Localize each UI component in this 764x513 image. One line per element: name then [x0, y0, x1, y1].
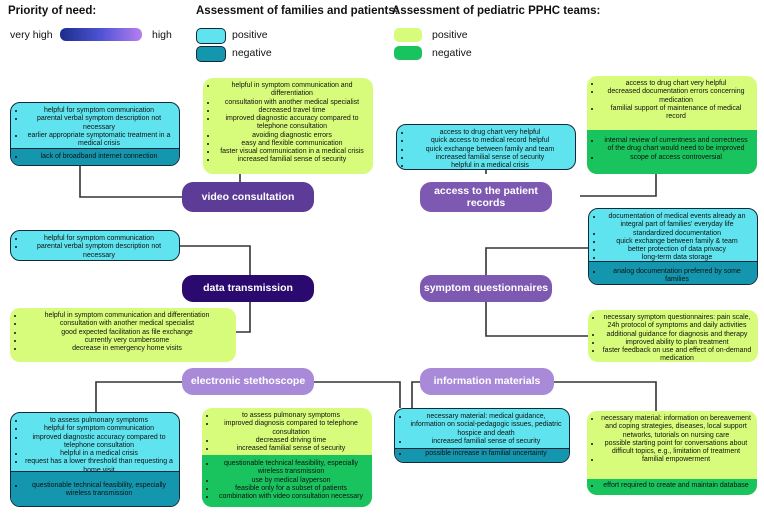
steth-teams-negative-item: use by medical layperson	[216, 477, 366, 485]
families-negative-swatch	[196, 46, 226, 62]
steth-families-positive-item: helpful for symptom communication	[25, 425, 173, 433]
priority-high-label: high	[152, 29, 172, 41]
steth-families-positive-item: helpful in a medical crisis	[25, 450, 173, 458]
quest-families-positive-item: standardized documentation	[603, 230, 751, 238]
node-data-transmission[interactable]: data transmission	[182, 275, 314, 302]
video-teams-positive-item: helpful in symptom communication and dif…	[217, 82, 367, 99]
steth-teams-positive-item: improved diagnosis compared to telephone…	[216, 420, 366, 437]
node-symptom-questionnaires[interactable]: symptom questionnaires	[420, 275, 552, 302]
steth-families-negative-item: questionable technical feasibility, espe…	[25, 482, 173, 499]
video-teams-positive-item: decreased travel time	[217, 107, 367, 115]
mat-families-positive-item: increased familial sense of security	[409, 438, 563, 446]
quest-teams-positive-item: necessary symptom questionnaires: pain s…	[602, 314, 752, 331]
records-teams-box: access to drug chart very helpfuldecreas…	[587, 76, 757, 174]
node-video-consultation[interactable]: video consultation	[182, 182, 314, 212]
records-families-positive-item: access to drug chart very helpful	[411, 129, 569, 137]
quest-teams-positive-item: additional guidance for diagnosis and th…	[602, 331, 752, 339]
questionnaires-families-box: documentation of medical events already …	[588, 208, 758, 285]
priority-very-high-label: very high	[10, 29, 53, 41]
teams-positive-swatch	[394, 28, 422, 42]
data-families-box: helpful for symptom communicationparenta…	[10, 230, 180, 261]
records-teams-positive-item: decreased documentation errors concernin…	[601, 88, 751, 105]
priority-legend-title: Priority of need:	[8, 5, 97, 17]
steth-teams-positive-item: increased familial sense of security	[216, 445, 366, 453]
families-positive-swatch	[196, 28, 226, 44]
steth-families-positive-item: improved diagnostic accuracy compared to…	[25, 434, 173, 451]
steth-teams-negative-item: feasible only for a subset of patients	[216, 485, 366, 493]
records-teams-positive-item: familial support of maintenance of medic…	[601, 105, 751, 122]
video-teams-positive-item: improved diagnostic accuracy compared to…	[217, 115, 367, 132]
quest-families-positive-item: better protection of data privacy	[603, 246, 751, 254]
quest-families-positive-item: quick exchange between family & team	[603, 238, 751, 246]
materials-teams-box: necessary material: information on berea…	[587, 411, 757, 495]
materials-families-box: necessary material: medical guidance, in…	[394, 408, 570, 463]
video-teams-positive-item: avoiding diagnostic errors	[217, 132, 367, 140]
steth-teams-negative-item: combination with video consultation nece…	[216, 493, 366, 501]
teams-positive-label: positive	[432, 29, 468, 41]
records-families-positive-item: quick exchange between family and team	[411, 146, 569, 154]
steth-teams-positive-item: to assess pulmonary symptoms	[216, 412, 366, 420]
quest-teams-positive-item: improved ability to plan treatment	[602, 339, 752, 347]
stethoscope-families-box: to assess pulmonary symptomshelpful for …	[10, 412, 180, 507]
video-families-positive-item: earlier appropriate symptomatic treatmen…	[25, 132, 173, 149]
mat-teams-positive-item: possible starting point for conversation…	[601, 440, 751, 457]
video-teams-positive-item: faster visual communication in a medical…	[217, 148, 367, 156]
data-teams-positive-item: currently very cumbersome	[24, 337, 230, 345]
priority-gradient-bar	[60, 28, 142, 41]
records-families-box: access to drug chart very helpfulquick a…	[396, 124, 576, 170]
mat-families-negative-item: possible increase in familial uncertaint…	[409, 450, 563, 458]
data-teams-positive-item: helpful in symptom communication and dif…	[24, 312, 230, 320]
node-access-patient-records[interactable]: access to the patient records	[420, 182, 552, 212]
node-electronic-stethoscope[interactable]: electronic stethoscope	[182, 368, 314, 395]
video-families-positive-item: parental verbal symptom description not …	[25, 115, 173, 132]
mat-families-positive-item: necessary material: medical guidance, in…	[409, 413, 563, 438]
video-teams-positive-item: increased familial sense of security	[217, 156, 367, 164]
quest-families-positive-item: long-term data storage	[603, 254, 751, 262]
questionnaires-teams-box: necessary symptom questionnaires: pain s…	[588, 310, 758, 362]
steth-families-positive-item: to assess pulmonary symptoms	[25, 417, 173, 425]
data-families-positive-item: helpful for symptom communication	[25, 235, 173, 243]
records-families-positive-item: quick access to medical record helpful	[411, 137, 569, 145]
data-families-positive-item: parental verbal symptom description not …	[25, 243, 173, 260]
video-teams-positive-item: consultation with another medical specia…	[217, 99, 367, 107]
data-teams-positive-item: good expected facilitation as file excha…	[24, 329, 230, 337]
families-negative-label: negative	[232, 47, 272, 59]
teams-negative-label: negative	[432, 47, 472, 59]
data-teams-box: helpful in symptom communication and dif…	[10, 308, 236, 362]
records-teams-positive-item: access to drug chart very helpful	[601, 80, 751, 88]
steth-teams-negative-item: questionable technical feasibility, espe…	[216, 460, 366, 477]
data-teams-positive-item: decrease in emergency home visits	[24, 345, 230, 353]
steth-teams-positive-item: decreased driving time	[216, 437, 366, 445]
video-families-negative-item: lack of broadband internet connection	[25, 153, 173, 161]
records-families-positive-item: helpful in a medical crisis	[411, 162, 569, 169]
video-teams-box: helpful in symptom communication and dif…	[203, 78, 373, 174]
video-families-positive-item: helpful for symptom communication	[25, 107, 173, 115]
video-teams-positive-item: easy and flexible communication	[217, 140, 367, 148]
records-families-positive-item: increased familial sense of security	[411, 154, 569, 162]
video-families-box: helpful for symptom communicationparenta…	[10, 102, 180, 166]
families-positive-label: positive	[232, 29, 268, 41]
data-teams-positive-item: consultation with another medical specia…	[24, 320, 230, 328]
node-information-materials[interactable]: information materials	[420, 368, 554, 395]
steth-families-positive-item: request has a lower threshold than reque…	[25, 458, 173, 475]
stethoscope-teams-box: to assess pulmonary symptomsimproved dia…	[202, 408, 372, 507]
teams-negative-swatch	[394, 46, 422, 60]
quest-families-negative-item: analog documentation preferred by some f…	[603, 268, 751, 284]
mat-teams-positive-item: necessary material: information on berea…	[601, 415, 751, 440]
teams-legend-title: Assessment of pediatric PPHC teams:	[392, 5, 601, 17]
mat-teams-positive-item: familial empowerment	[601, 456, 751, 464]
quest-families-positive-item: documentation of medical events already …	[603, 213, 751, 230]
records-teams-negative-item: scope of access controversial	[601, 154, 751, 162]
mat-teams-negative-item: effort required to create and maintain d…	[601, 482, 751, 490]
records-teams-negative-item: internal review of currentness and corre…	[601, 137, 751, 154]
quest-teams-positive-item: faster feedback on use and effect of on-…	[602, 347, 752, 362]
families-legend-title: Assessment of families and patients:	[196, 5, 399, 17]
